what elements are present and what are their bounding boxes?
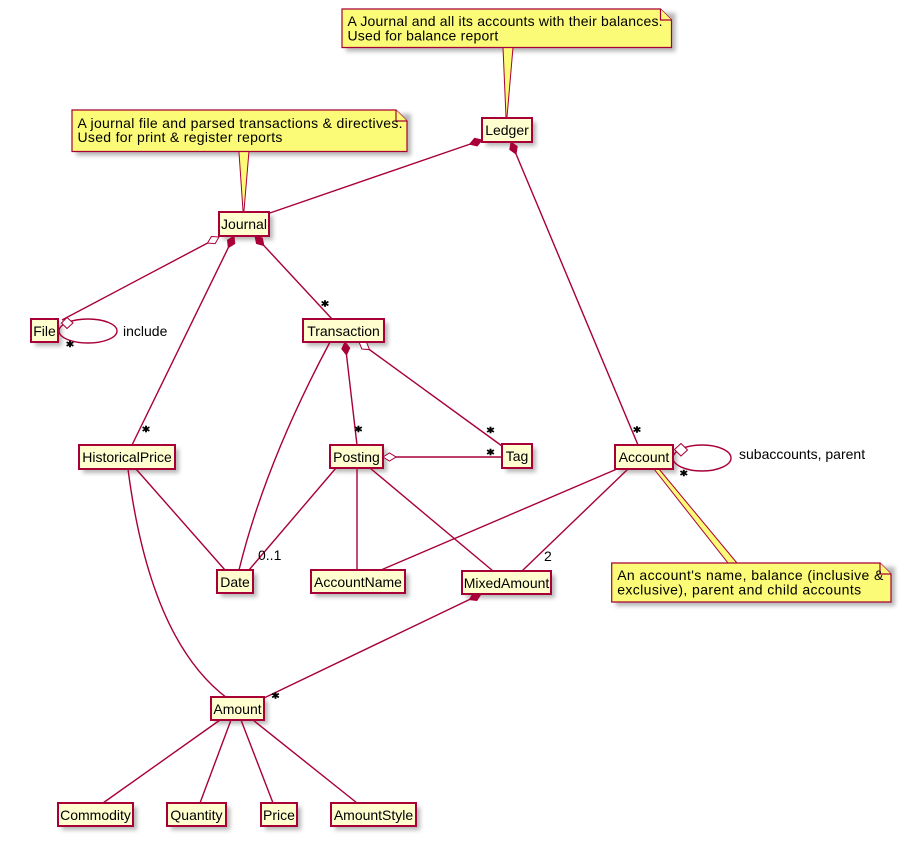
svg-text:AccountName: AccountName (314, 574, 402, 590)
svg-text:Amount: Amount (213, 701, 261, 717)
svg-text:MixedAmount: MixedAmount (464, 575, 550, 591)
svg-text:Date: Date (220, 574, 250, 590)
svg-text:Commodity: Commodity (60, 807, 131, 823)
svg-text:Used for print & register repo: Used for print & register reports (78, 129, 283, 145)
svg-text:AmountStyle: AmountStyle (334, 807, 414, 823)
svg-text:Transaction: Transaction (307, 323, 380, 339)
svg-text:include: include (123, 323, 168, 339)
svg-text:Tag: Tag (506, 448, 529, 464)
svg-text:Posting: Posting (333, 449, 380, 465)
svg-text:Journal: Journal (221, 216, 267, 232)
svg-text:Ledger: Ledger (485, 122, 529, 138)
svg-text:HistoricalPrice: HistoricalPrice (82, 449, 172, 465)
svg-text:2: 2 (544, 548, 552, 564)
svg-text:Account: Account (619, 449, 670, 465)
svg-text:exclusive), parent and child a: exclusive), parent and child accounts (617, 581, 861, 597)
svg-text:Used for balance report: Used for balance report (348, 27, 499, 43)
svg-text:A journal file and parsed tran: A journal file and parsed transactions &… (78, 115, 403, 131)
svg-text:0..1: 0..1 (258, 547, 282, 563)
svg-text:Price: Price (263, 807, 295, 823)
svg-text:subaccounts, parent: subaccounts, parent (739, 446, 865, 462)
svg-text:An account's name, balance (in: An account's name, balance (inclusive & (617, 567, 884, 583)
svg-text:Quantity: Quantity (170, 807, 222, 823)
svg-text:File: File (33, 323, 56, 339)
svg-text:A Journal and all its accounts: A Journal and all its accounts with thei… (348, 13, 663, 29)
